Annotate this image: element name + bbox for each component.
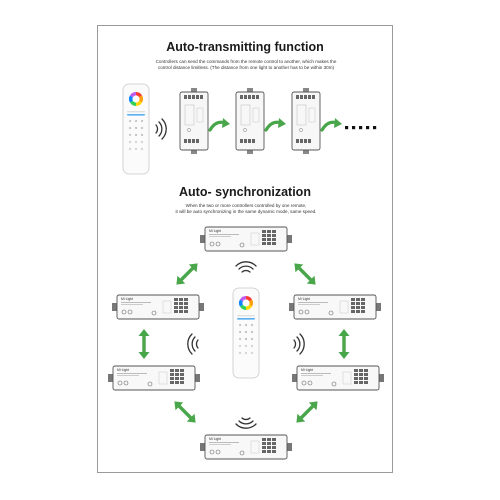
signal-waves-icon xyxy=(187,333,199,355)
section1-title: Auto-transmitting function xyxy=(166,40,324,54)
arrow-icon xyxy=(168,395,202,429)
section2-diagram xyxy=(107,226,385,460)
arrow-icon xyxy=(320,116,344,132)
arrow-icon xyxy=(264,116,288,132)
section2-description: When the two or more controllers control… xyxy=(118,203,374,215)
section1-diagram xyxy=(123,84,377,174)
controller-icon xyxy=(199,434,293,460)
controller-icon xyxy=(199,226,293,252)
controller-icon xyxy=(288,294,382,320)
diagram-illustration: 123 456 789 xyxy=(107,26,385,460)
controller-icon xyxy=(179,87,209,155)
ellipsis-dots-icon xyxy=(345,126,377,130)
infographic-frame: Auto-transmitting function Controllers c… xyxy=(97,25,393,473)
section2-desc-line1: When the two or more controllers control… xyxy=(185,203,307,208)
controller-icon xyxy=(107,365,201,391)
controller-icon xyxy=(235,87,265,155)
controller-icon xyxy=(291,87,321,155)
arrow-icon xyxy=(290,395,324,429)
arrow-icon xyxy=(208,116,232,132)
signal-waves-icon xyxy=(293,333,305,355)
section2-title: Auto- synchronization xyxy=(179,185,311,199)
section1-description: Controllers can send the commands from t… xyxy=(118,59,374,71)
arrow-icon xyxy=(336,327,352,361)
section1-desc-line2: control distance limitless. (The distanc… xyxy=(157,65,335,70)
signal-waves-icon xyxy=(235,261,257,273)
signal-waves-icon xyxy=(155,118,167,140)
section2-desc-line2: it will be auto synchronizing in the sam… xyxy=(175,209,317,214)
signal-waves-icon xyxy=(235,417,257,429)
remote-control-icon xyxy=(233,288,259,378)
remote-control-icon xyxy=(123,84,149,174)
arrow-icon xyxy=(136,327,152,361)
controller-icon xyxy=(111,294,205,320)
arrow-icon xyxy=(288,257,322,291)
section1-desc-line1: Controllers can send the commands from t… xyxy=(155,59,337,64)
arrow-icon xyxy=(170,257,204,291)
controller-icon xyxy=(291,365,385,391)
